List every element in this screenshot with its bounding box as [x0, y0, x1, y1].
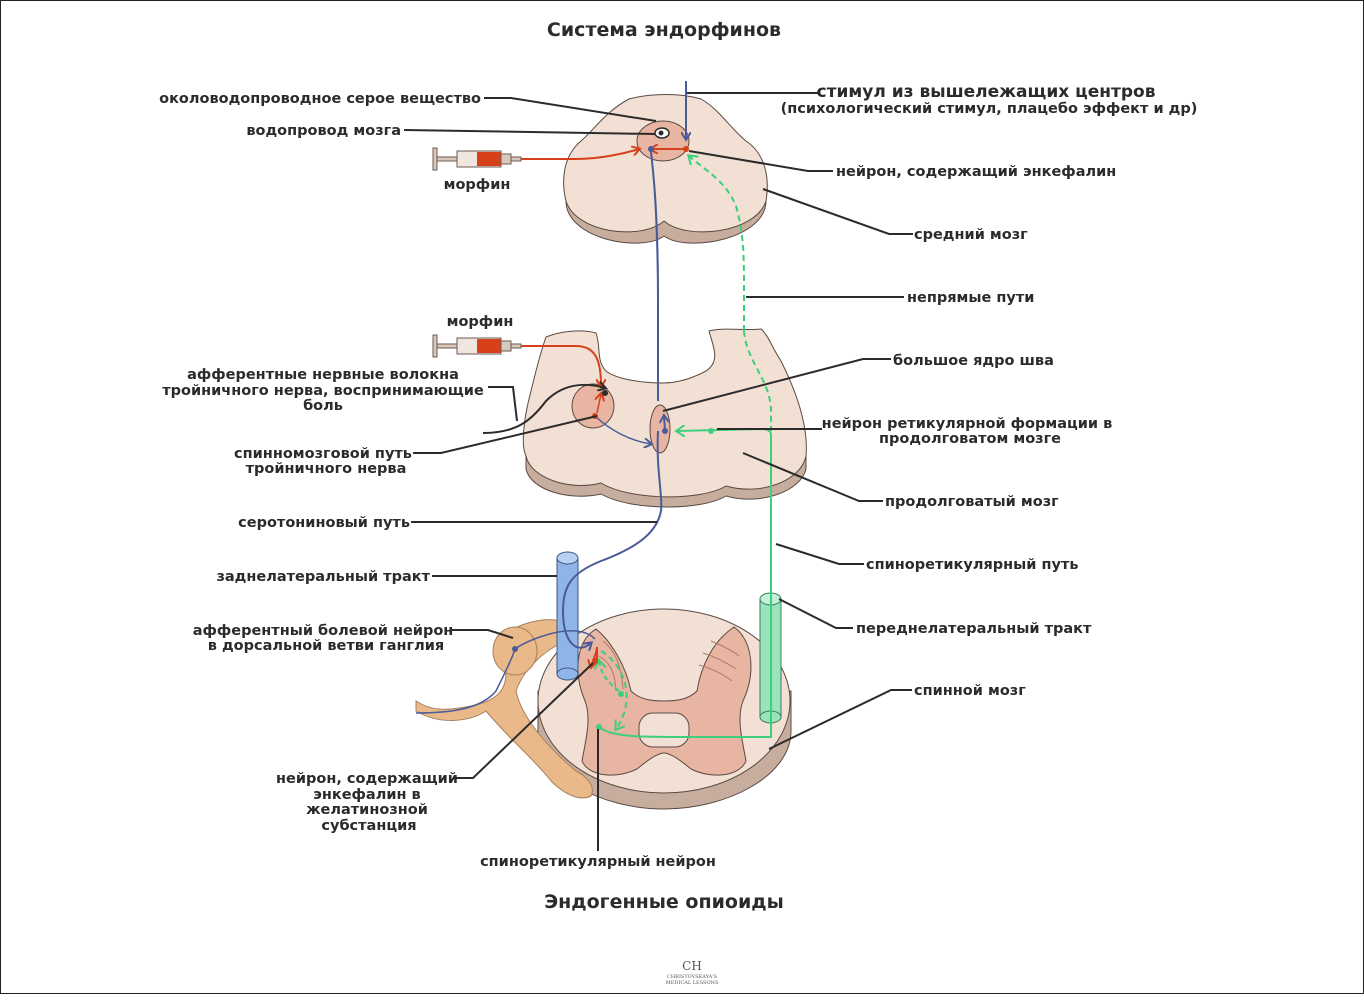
gelatinosa-neuron-dot — [592, 658, 598, 664]
trigeminal-inhibit-arrow — [597, 394, 601, 414]
label-reticular-2: продолговатом мозге — [879, 431, 1061, 447]
ganglion-neuron-dot — [512, 646, 518, 652]
logo-mark: CH — [682, 959, 702, 973]
dorsolateral-tract — [556, 551, 579, 681]
midbrain-section — [563, 94, 768, 244]
label-anterolateral-tract: переднелатеральный тракт — [856, 621, 1092, 637]
indirect-path-upper — [689, 156, 745, 331]
label-trigeminal-afferent-1: афферентные нервные волокна — [187, 367, 459, 383]
logo-text: CHRISTOVSKAYA'S — [667, 974, 718, 980]
logo-subtext: MEDICAL LESSONS — [666, 980, 719, 986]
label-dorsolateral-tract: заднелатеральный тракт — [216, 569, 430, 585]
indirect-path-lower — [743, 330, 772, 431]
leader-lines — [403, 92, 913, 851]
spinoreticular-neuron-dot — [596, 724, 602, 730]
central-canal-region — [638, 712, 690, 748]
label-gelatinosa-3: желатинозной — [306, 802, 428, 818]
syringe-icon — [432, 334, 522, 358]
label-reticular-1: нейрон ретикулярной формации в — [822, 416, 1113, 432]
logo: CH CHRISTOVSKAYA'S MEDICAL LESSONS — [666, 959, 719, 986]
midbrain-cross-section — [563, 94, 768, 233]
spinal-gray-matter — [577, 626, 752, 776]
morphine-path-mid — [521, 345, 601, 386]
enkephalin-neuron-dot — [683, 146, 689, 152]
label-gelatinosa-2: энкефалин в — [313, 787, 420, 803]
pag-to-raphe-path — [650, 150, 659, 401]
label-indirect-paths: непрямые пути — [907, 290, 1034, 306]
dorsal-horn-laminae — [598, 640, 740, 692]
trigeminal-afferent-fiber — [482, 385, 605, 434]
label-stimulus-line1: стимул из вышележащих центров — [817, 82, 1156, 102]
label-trigeminal-afferent-3: боль — [303, 398, 343, 414]
label-medulla: продолговатый мозг — [885, 494, 1059, 510]
label-spinal-trigeminal-2: тройничного нерва — [246, 461, 407, 477]
label-morphine-mid: морфин — [447, 314, 514, 330]
label-spinal-trigeminal-1: спинномозговой путь — [234, 446, 412, 462]
spinal-indirect-path — [600, 650, 628, 729]
aqueduct-core — [658, 130, 664, 136]
label-raphe-magnus: большое ядро шва — [893, 353, 1054, 369]
label-midbrain: средний мозг — [914, 227, 1028, 243]
morphine-path-top — [521, 149, 639, 160]
label-gelatinosa-4: субстанция — [321, 818, 416, 834]
label-trigeminal-afferent-2: тройничного нерва, воспринимающие — [162, 383, 484, 399]
spinal-green-dot — [618, 691, 624, 697]
footer-title: Эндогенные опиоиды — [544, 891, 784, 913]
reticular-neuron-dot — [708, 428, 714, 434]
trigeminal-dot — [602, 390, 608, 396]
label-gelatinosa-1: нейрон, содержащий — [276, 771, 458, 787]
syringe-icon — [432, 147, 522, 171]
label-spinal-cord: спинной мозг — [914, 683, 1026, 699]
spinal-cord-section — [537, 608, 792, 810]
label-afferent-pain-2: в дорсальной ветви ганглия — [208, 638, 444, 654]
raphe-neuron-dot — [662, 428, 668, 434]
gelatinosa-green-arrow — [599, 661, 620, 692]
label-enkephalin-neuron: нейрон, содержащий энкефалин — [836, 164, 1116, 180]
label-spinoreticular-path: спиноретикулярный путь — [866, 557, 1079, 573]
label-serotonin-path: серотониновый путь — [238, 515, 410, 531]
label-morphine-top: морфин — [444, 177, 511, 193]
label-afferent-pain-1: афферентный болевой нейрон — [193, 623, 454, 639]
label-spinoreticular-neuron: спиноретикулярный нейрон — [480, 854, 716, 870]
trigeminal-to-raphe-path — [594, 415, 651, 444]
page-title: Система эндорфинов — [547, 19, 781, 41]
periaqueductal-gray — [636, 120, 690, 162]
pag-neuron-dot — [648, 146, 654, 152]
label-periaqueductal-gray: околоводопроводное серое вещество — [159, 91, 481, 107]
medulla-section — [522, 328, 807, 508]
label-stimulus-line2: (психологический стимул, плацебо эффект … — [781, 101, 1198, 117]
label-cerebral-aqueduct: водопровод мозга — [246, 123, 401, 139]
